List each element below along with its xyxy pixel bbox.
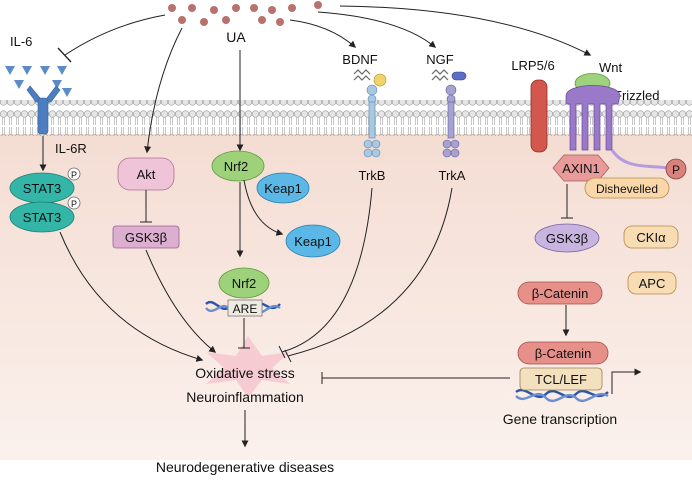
svg-text:P: P xyxy=(71,170,77,180)
svg-text:Nrf2: Nrf2 xyxy=(224,159,249,174)
svg-text:Keap1: Keap1 xyxy=(294,234,332,249)
nrf2-to-keap1-arrow xyxy=(243,179,284,236)
bcatenin-top-node: β-Catenin xyxy=(517,281,603,305)
frizzled-tail xyxy=(610,149,669,170)
cell-membrane xyxy=(0,100,692,136)
neurodegenerative-diseases-label: Neurodegenerative diseases xyxy=(156,459,334,475)
akt-inhibits-gsk3b xyxy=(140,190,152,223)
akt-node: Akt xyxy=(117,157,175,191)
ua-molecules xyxy=(168,1,322,26)
axin-inhibits-gsk3b xyxy=(561,184,573,219)
ngf-ligand xyxy=(431,69,467,104)
bdnf-ligand xyxy=(353,69,387,104)
frizzled-receptor xyxy=(565,85,621,151)
ua-label: UA xyxy=(226,29,246,45)
trka-label: TrkA xyxy=(439,168,466,183)
dishevelled-node: Dishevelled xyxy=(584,177,670,199)
are-dna: ARE xyxy=(205,299,281,317)
phospho-stat3-bottom: P xyxy=(67,196,81,210)
gene-transcription-label: Gene transcription xyxy=(503,411,617,427)
svg-text:P: P xyxy=(672,163,680,177)
phospho-stat3-top: P xyxy=(67,167,81,181)
ck1a-node: CKIα xyxy=(623,225,679,249)
il6-triangles xyxy=(5,66,72,97)
svg-text:STAT3: STAT3 xyxy=(23,210,62,225)
svg-text:ARE: ARE xyxy=(233,302,258,316)
svg-text:Dishevelled: Dishevelled xyxy=(596,182,658,196)
il6-receptor xyxy=(26,85,61,135)
trkb-receptor xyxy=(363,101,381,158)
phospho-dishevelled: P xyxy=(665,158,687,180)
stat3-bottom: STAT3 xyxy=(9,201,75,233)
nrf2-top-node: Nrf2 xyxy=(211,150,265,182)
svg-text:APC: APC xyxy=(639,276,666,291)
keap1-bound-node: Keap1 xyxy=(256,172,310,204)
svg-text:Keap1: Keap1 xyxy=(264,181,302,196)
wnt-label: Wnt xyxy=(599,60,623,75)
nrf2-bottom-node: Nrf2 xyxy=(218,267,270,299)
svg-text:GSK3β: GSK3β xyxy=(125,230,167,245)
svg-text:β-Catenin: β-Catenin xyxy=(535,346,592,361)
ua-arrows xyxy=(57,5,592,154)
lrp-receptor xyxy=(530,79,548,153)
svg-text:β-Catenin: β-Catenin xyxy=(532,286,589,301)
svg-text:TCL/LEF: TCL/LEF xyxy=(535,372,587,387)
convergent-arrows xyxy=(59,231,217,362)
svg-text:Nrf2: Nrf2 xyxy=(232,276,257,291)
lrp-label: LRP5/6 xyxy=(511,58,554,73)
stat3-top: STAT3 xyxy=(9,172,75,204)
frizzled-label: Frizzled xyxy=(614,88,660,103)
apc-node: APC xyxy=(627,271,677,295)
il6-label: IL-6 xyxy=(10,34,32,49)
tcf-lef-dna: TCL/LEF xyxy=(515,367,609,403)
il6r-label: IL-6R xyxy=(55,141,87,156)
neuroinflammation-label: Neuroinflammation xyxy=(186,389,304,405)
svg-text:CKIα: CKIα xyxy=(636,230,666,245)
trka-receptor xyxy=(442,101,460,158)
inhibition-lines xyxy=(238,187,510,384)
gsk3b-left-node: GSK3β xyxy=(112,225,180,249)
svg-text:STAT3: STAT3 xyxy=(23,181,62,196)
svg-text:GSK3β: GSK3β xyxy=(546,231,588,246)
trkb-label: TrkB xyxy=(359,168,386,183)
svg-text:AXIN1: AXIN1 xyxy=(562,161,600,176)
bcatenin-bottom-node: β-Catenin xyxy=(517,341,609,365)
svg-text:P: P xyxy=(71,199,77,209)
gsk3b-right-node: GSK3β xyxy=(534,223,600,253)
bdnf-label: BDNF xyxy=(342,52,377,67)
axin1-node: AXIN1 xyxy=(552,154,610,182)
ngf-label: NGF xyxy=(426,52,454,67)
oxidative-stress-label: Oxidative stress xyxy=(195,365,295,381)
transcription-start-arrow xyxy=(611,368,642,394)
oxidative-stress-burst xyxy=(206,336,290,398)
keap1-free-node: Keap1 xyxy=(285,224,341,258)
svg-text:Akt: Akt xyxy=(137,167,156,182)
